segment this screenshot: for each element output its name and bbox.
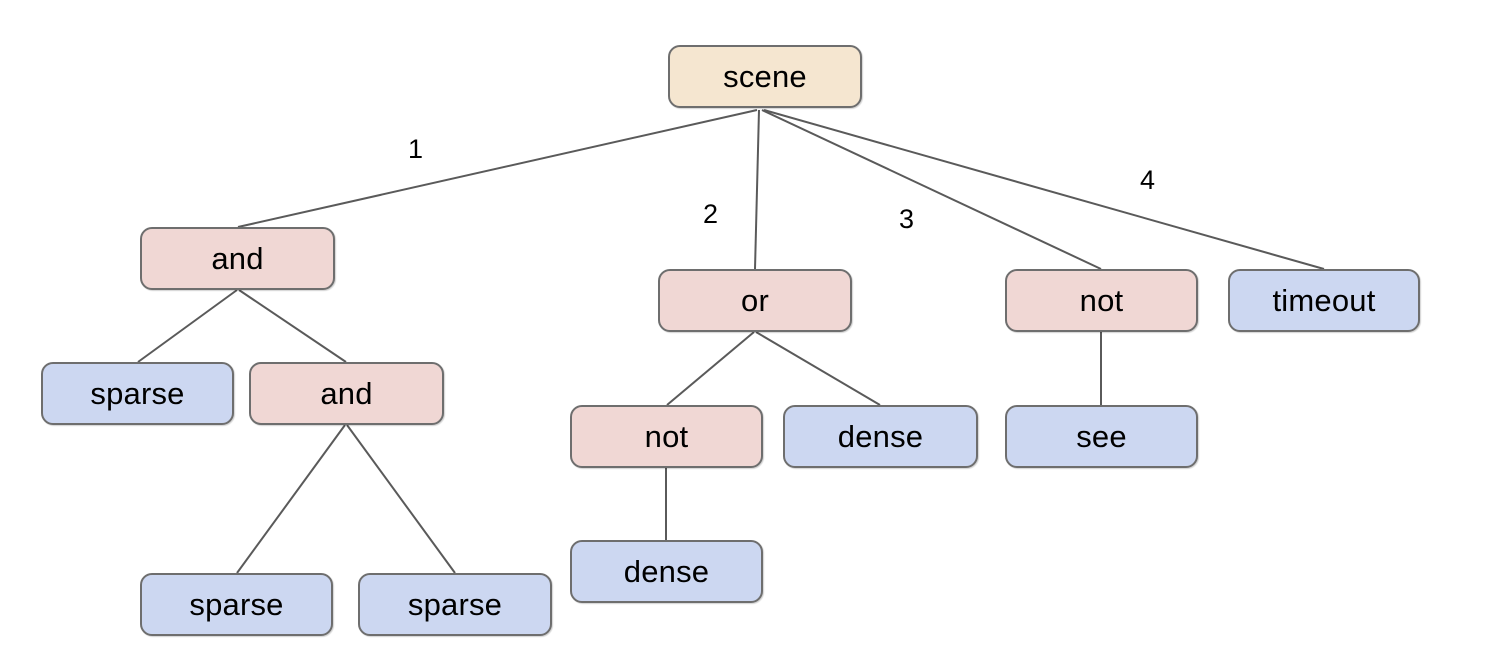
tree-node-label: sparse (189, 587, 284, 622)
tree-node-not1[interactable]: not (1005, 269, 1198, 332)
tree-node-and2[interactable]: and (249, 362, 444, 425)
tree-edge (137, 289, 238, 363)
tree-node-label: not (1079, 283, 1124, 318)
tree-node-label: scene (723, 59, 807, 94)
tree-node-sparse2[interactable]: sparse (140, 573, 333, 636)
edge-label-1: 1 (408, 134, 424, 164)
tree-node-or1[interactable]: or (658, 269, 852, 332)
edge-label-3: 3 (899, 204, 915, 234)
tree-node-label: dense (623, 554, 710, 589)
tree-node-label: sparse (407, 587, 503, 622)
tree-node-dense2[interactable]: dense (570, 540, 763, 603)
tree-node-dense1[interactable]: dense (783, 405, 978, 468)
tree-edge (754, 109, 760, 270)
tree-node-not2[interactable]: not (570, 405, 763, 468)
tree-node-label: dense (837, 419, 924, 454)
tree-edge (666, 331, 755, 406)
tree-node-and1[interactable]: and (140, 227, 335, 290)
tree-node-timeout1[interactable]: timeout (1228, 269, 1420, 332)
edge-label-2: 2 (703, 199, 719, 229)
tree-node-label: not (644, 419, 689, 454)
tree-edge (761, 109, 1102, 270)
tree-node-label: sparse (90, 376, 185, 411)
tree-node-label: and (320, 376, 373, 411)
tree-edge (346, 424, 456, 574)
tree-node-label: timeout (1272, 283, 1376, 318)
tree-node-see1[interactable]: see (1005, 405, 1198, 468)
tree-edge (755, 331, 881, 406)
tree-node-sparse1[interactable]: sparse (41, 362, 234, 425)
tree-node-scene[interactable]: scene (668, 45, 862, 108)
edge-label-4: 4 (1140, 165, 1156, 195)
tree-edge (236, 424, 346, 574)
tree-node-sparse3[interactable]: sparse (358, 573, 552, 636)
tree-edge (238, 289, 347, 363)
tree-edge (237, 109, 758, 228)
tree-node-label: or (741, 283, 769, 318)
tree-edge (763, 109, 1325, 270)
tree-node-label: see (1076, 419, 1127, 454)
tree-node-label: and (211, 241, 264, 276)
